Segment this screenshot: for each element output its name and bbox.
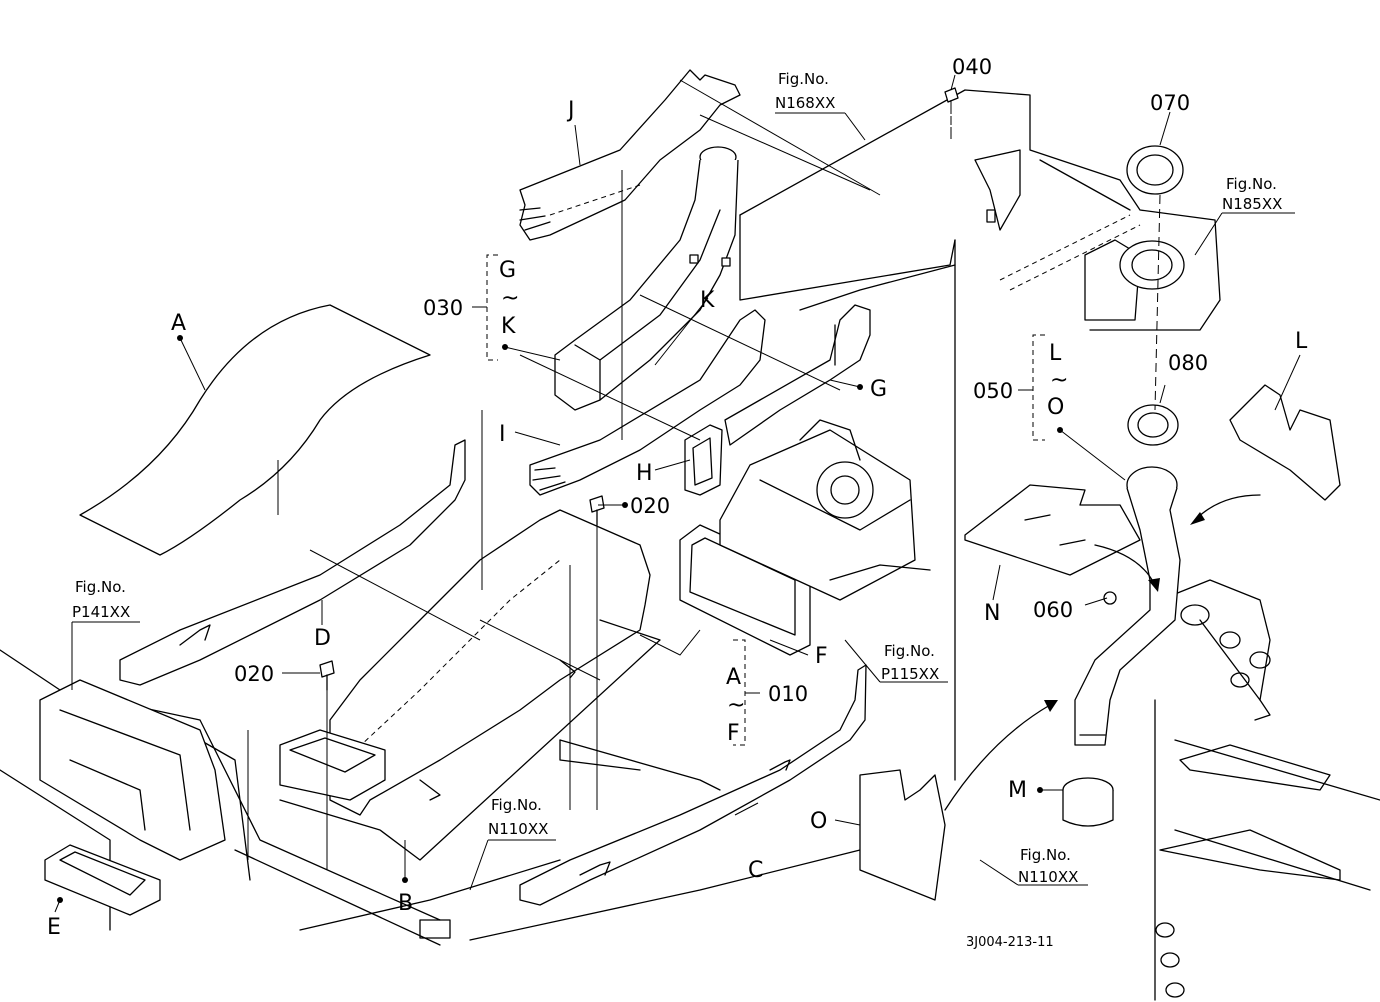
figure-references: Fig.No. N168XX Fig.No. N185XX Fig.No. P1… [72, 70, 1282, 886]
group-050-tilde: ~ [1050, 368, 1068, 393]
group-050-top: L [1049, 341, 1062, 366]
part-F-blower [679, 419, 931, 656]
part-number-080: 080 [1168, 351, 1208, 375]
fig-ref-p141-number: P141XX [72, 603, 130, 621]
part-D-panel [119, 439, 466, 686]
bolt-020-lower [319, 660, 335, 691]
label-B: B [398, 891, 413, 916]
group-010-top: A [726, 665, 741, 690]
label-E: E [47, 915, 61, 940]
label-J: J [566, 98, 575, 123]
label-I: I [499, 422, 506, 447]
left-housing-assembly [39, 679, 226, 861]
part-B-duct [279, 509, 661, 861]
label-N: N [984, 601, 1000, 626]
fig-ref-p115-label: Fig.No. [884, 642, 935, 660]
fig-ref-n110b-label: Fig.No. [1020, 846, 1071, 864]
label-L: L [1295, 329, 1308, 354]
fig-ref-n185-label: Fig.No. [1226, 175, 1277, 193]
fig-ref-n168-label: Fig.No. [778, 70, 829, 88]
label-D: D [314, 626, 331, 651]
group-bracket-010 [733, 639, 760, 746]
leader-lines [54, 74, 1301, 913]
bolt-020-upper [589, 495, 605, 526]
drawing-code: 3J004-213-11 [966, 935, 1054, 950]
part-number-020-lower: 020 [234, 662, 274, 686]
group-010-tilde: ~ [727, 693, 745, 718]
part-G-bracket [724, 304, 871, 446]
label-H: H [636, 461, 653, 486]
letter-labels: A B C D E F G H I J K L M N O [47, 98, 1308, 940]
label-O: O [810, 809, 827, 834]
fig-ref-leaders [71, 112, 1295, 891]
fig-ref-n110a-number: N110XX [488, 820, 548, 838]
label-K: K [700, 288, 715, 313]
part-number-010: 010 [768, 682, 808, 706]
part-L-plate [1229, 384, 1341, 501]
fig-ref-n110b-number: N110XX [1018, 868, 1078, 886]
part-N-plate [964, 484, 1141, 576]
group-010-bottom: F [727, 721, 740, 746]
fig-ref-n110a-label: Fig.No. [491, 796, 542, 814]
fig-ref-n185-number: N185XX [1222, 195, 1282, 213]
part-number-050: 050 [973, 379, 1013, 403]
label-F: F [815, 644, 828, 669]
part-O-plate [859, 769, 946, 901]
part-number-060: 060 [1033, 598, 1073, 622]
part-H-gasket [684, 424, 723, 496]
part-C-rail [519, 664, 867, 906]
group-030-bottom: K [501, 314, 516, 339]
label-C: C [748, 858, 763, 883]
part-K-duct [554, 146, 739, 411]
assembly-lines [247, 79, 1161, 870]
fig-ref-p141-label: Fig.No. [75, 578, 126, 596]
group-050-bottom: O [1047, 395, 1064, 420]
label-G: G [870, 377, 887, 402]
label-M: M [1008, 778, 1027, 803]
part-number-030: 030 [423, 296, 463, 320]
group-030-tilde: ~ [501, 286, 519, 311]
part-number-labels: 010 020 020 030 040 050 060 070 080 [234, 55, 1208, 706]
part-E-gasket [44, 844, 161, 916]
fig-ref-p115-number: P115XX [881, 665, 939, 683]
label-A: A [171, 311, 186, 336]
part-J-panel [519, 69, 741, 241]
fig-ref-n168-number: N168XX [775, 94, 835, 112]
group-bracket-050 [1018, 334, 1045, 441]
part-number-040: 040 [952, 55, 992, 79]
group-bracket-030 [472, 254, 498, 361]
part-number-070: 070 [1150, 91, 1190, 115]
group-030-top: G [499, 258, 516, 283]
installation-arrows [944, 494, 1261, 811]
part-I-panel [529, 309, 766, 496]
group-range-labels: G ~ K A ~ F L ~ O [499, 258, 1068, 746]
part-A-cover [79, 304, 431, 556]
part-number-020-upper: 020 [630, 494, 670, 518]
pipe-assembly [1062, 145, 1185, 827]
